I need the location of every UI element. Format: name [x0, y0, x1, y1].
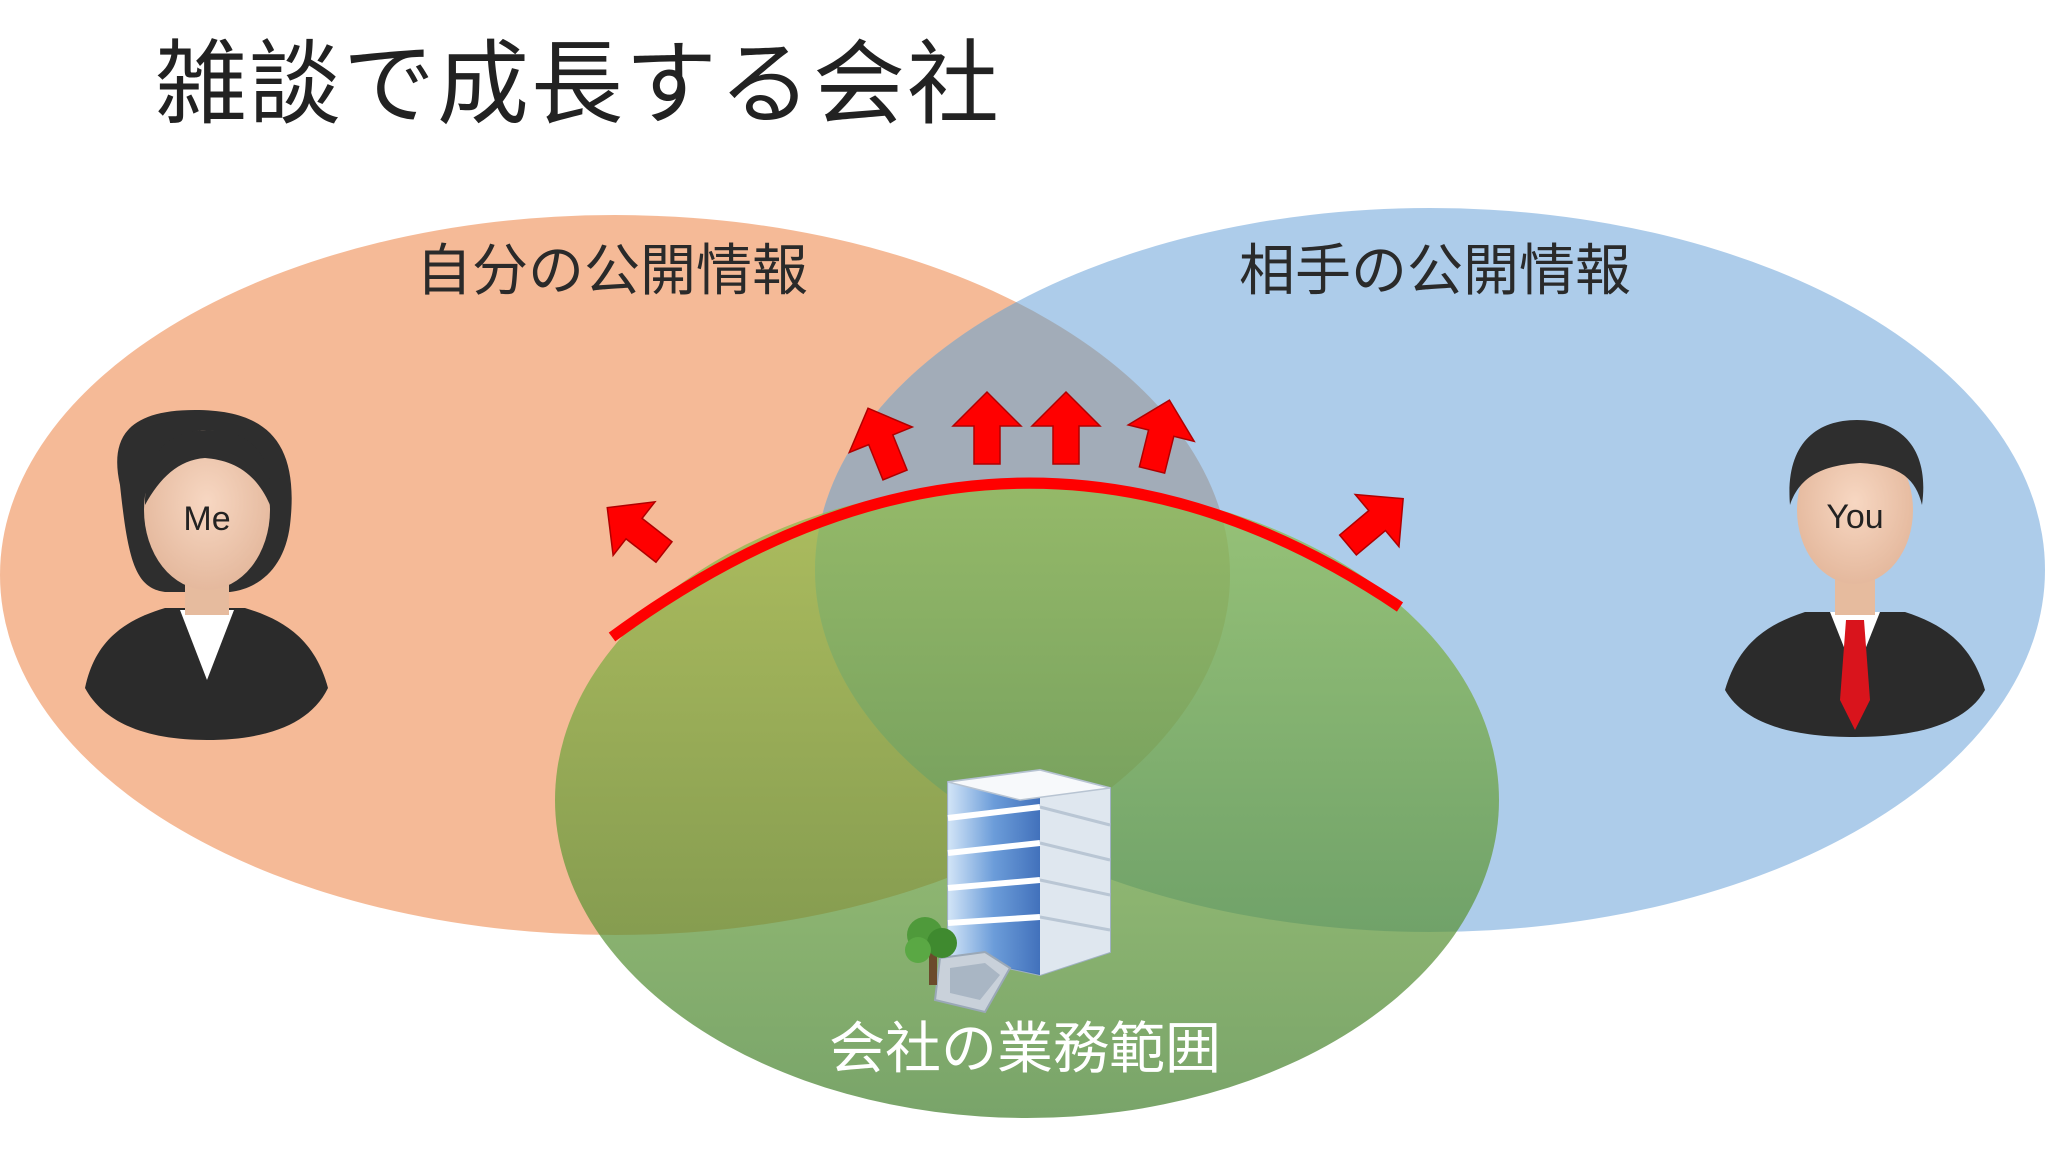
arrow-up-icon	[606, 500, 674, 564]
male-person-icon: You	[1725, 420, 1985, 737]
set-company-label: 会社の業務範囲	[829, 1017, 1221, 1082]
arrow-up-icon	[1338, 493, 1404, 557]
building-floors	[947, 804, 1041, 926]
set-other-label: 相手の公開情報	[1239, 239, 1631, 304]
you-label: You	[1826, 498, 1883, 536]
arrow-up-icon	[1030, 390, 1102, 465]
me-label: Me	[183, 500, 230, 538]
arrow-up-icon	[951, 390, 1023, 465]
female-person-icon: Me	[85, 410, 328, 740]
growth-arc	[608, 477, 1404, 642]
page-title: 雑談で成長する会社	[155, 31, 1002, 138]
arrow-up-icon	[847, 407, 915, 481]
arrow-up-icon	[1126, 399, 1196, 475]
set-self-label: 自分の公開情報	[416, 239, 808, 304]
tree-icon	[905, 917, 957, 985]
growth-arrows	[606, 390, 1404, 564]
